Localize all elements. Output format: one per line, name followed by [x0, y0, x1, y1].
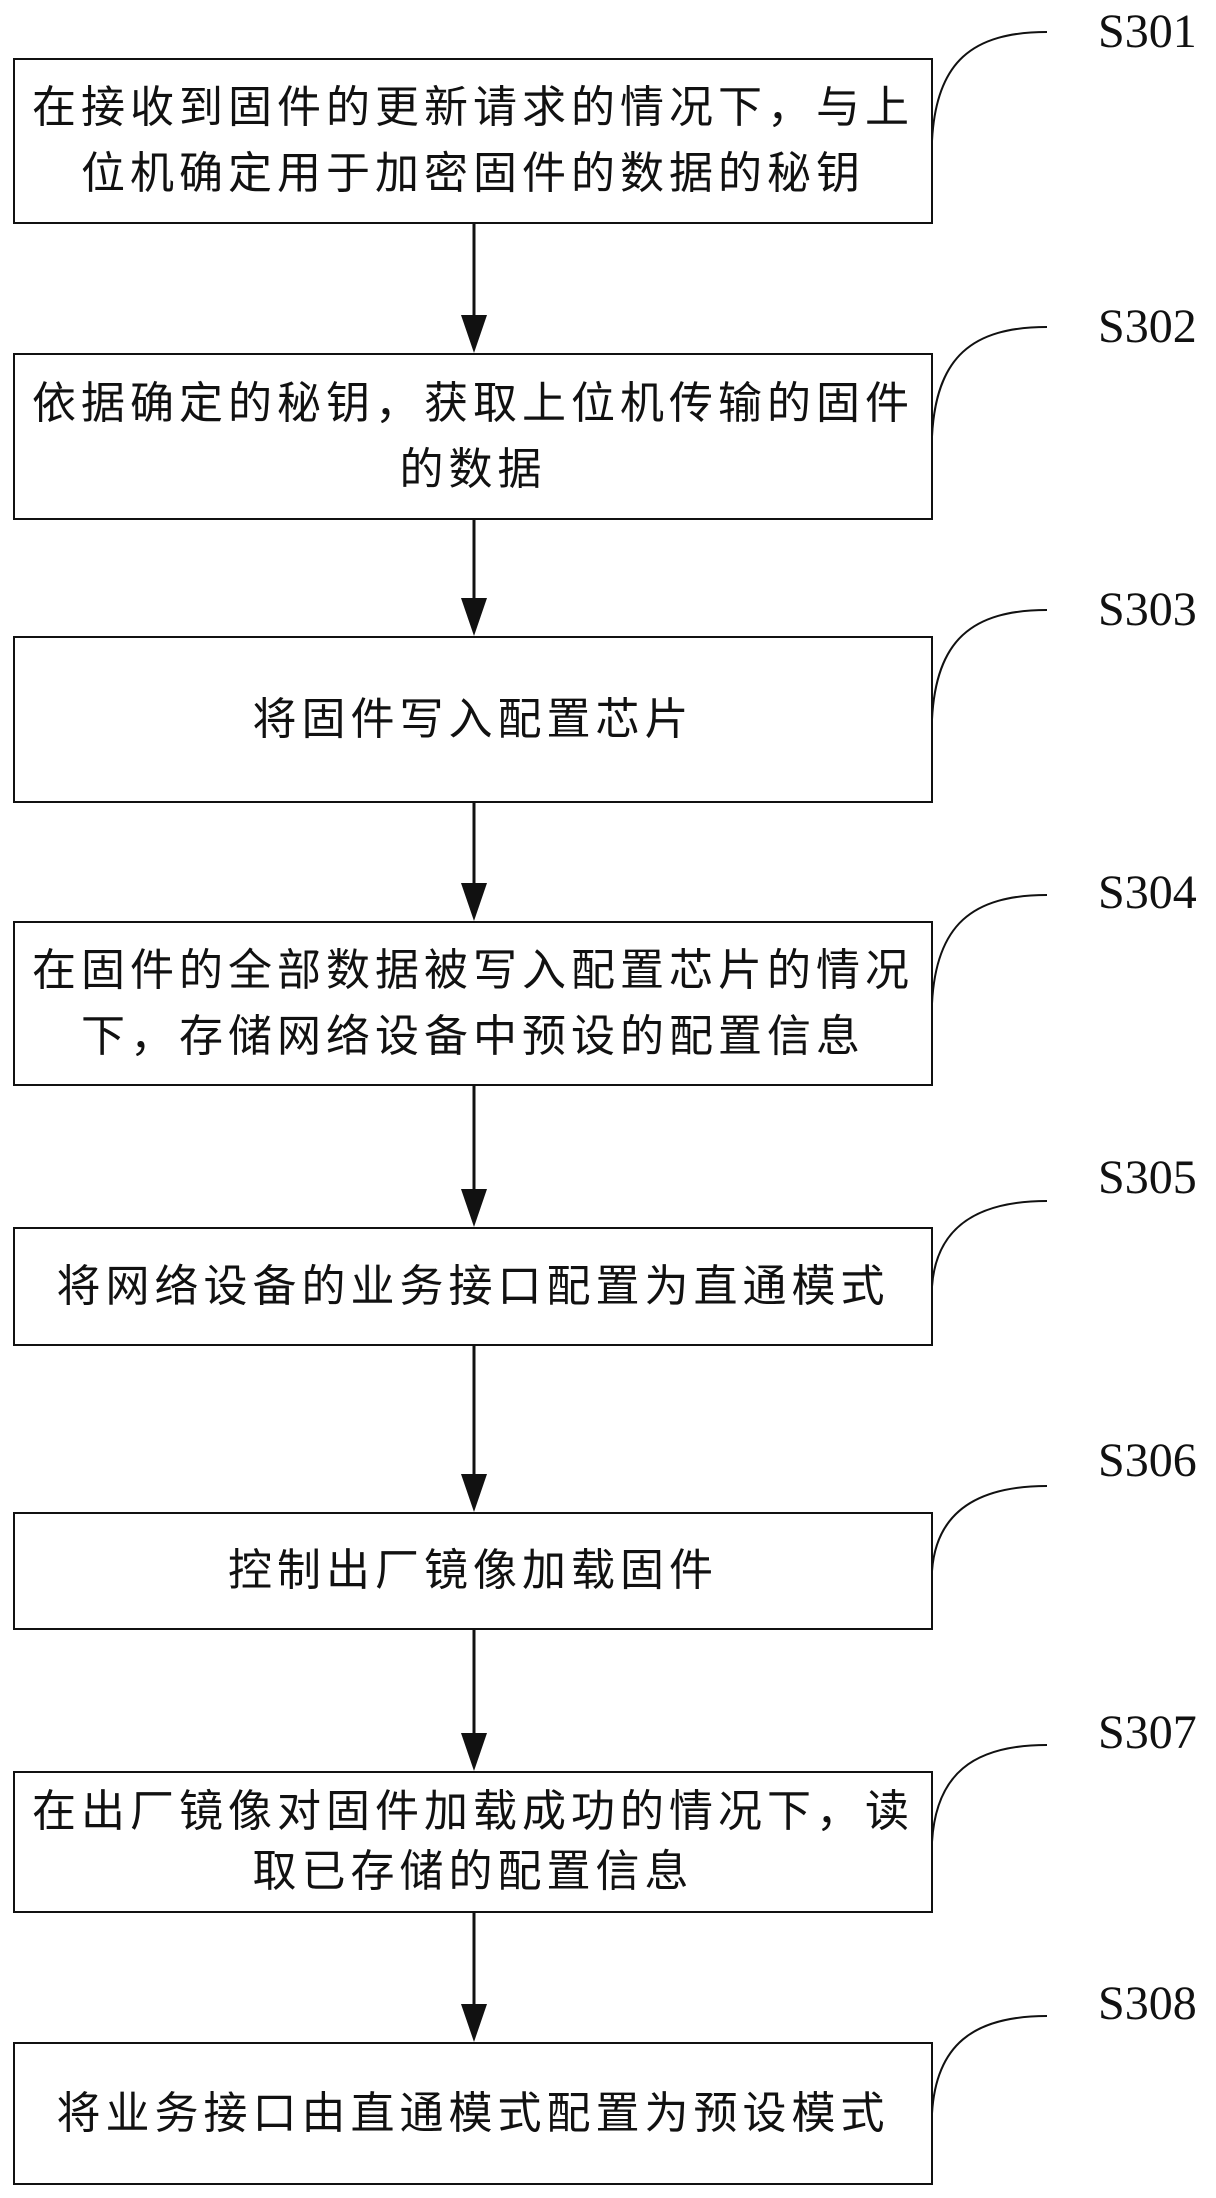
arrowhead-icon [461, 1189, 487, 1227]
step-box-s304: 在固件的全部数据被写入配置芯片的情况 下，存储网络设备中预设的配置信息 [13, 921, 933, 1086]
step-text-line: 在接收到固件的更新请求的情况下，与上 [32, 82, 914, 133]
step-text-line: 位机确定用于加密固件的数据的秘钥 [81, 148, 865, 199]
step-label-s308: S308 [1098, 1977, 1197, 2030]
step-text-line: 控制出厂镜像加载固件 [228, 1545, 718, 1596]
arrow-s304-to-s305 [461, 1086, 487, 1227]
step-label-s301: S301 [1098, 5, 1197, 58]
arrowhead-icon [461, 598, 487, 636]
step-text-line: 将网络设备的业务接口配置为直通模式 [56, 1260, 890, 1312]
arrowhead-icon [461, 1474, 487, 1512]
leader-curve-s304 [931, 894, 1048, 1004]
step-text-line: 取已存储的配置信息 [252, 1846, 694, 1897]
leader-curve-s303 [931, 609, 1048, 720]
step-text-line: 将业务接口由直通模式配置为预设模式 [56, 2087, 890, 2139]
arrowhead-icon [461, 315, 487, 353]
step-label-s303: S303 [1098, 583, 1197, 636]
arrowhead-icon [461, 1733, 487, 1771]
step-label-s307: S307 [1098, 1706, 1197, 1759]
step-box-s301: 在接收到固件的更新请求的情况下，与上 位机确定用于加密固件的数据的秘钥 [13, 58, 933, 224]
step-box-s306: 控制出厂镜像加载固件 [13, 1512, 933, 1630]
leader-curve-s302 [931, 326, 1048, 437]
step-box-s305: 将网络设备的业务接口配置为直通模式 [13, 1227, 933, 1346]
step-box-s308: 将业务接口由直通模式配置为预设模式 [13, 2042, 933, 2185]
arrow-s306-to-s307 [461, 1630, 487, 1771]
step-label-s306: S306 [1098, 1434, 1197, 1487]
step-text-line: 依据确定的秘钥，获取上位机传输的固件 [32, 377, 914, 429]
arrow-s302-to-s303 [461, 520, 487, 636]
step-label-s302: S302 [1098, 300, 1197, 353]
step-label-s305: S305 [1098, 1151, 1197, 1204]
step-text-line: 将固件写入配置芯片 [252, 693, 694, 745]
arrowhead-icon [461, 883, 487, 921]
arrow-s303-to-s304 [461, 803, 487, 921]
step-text-line: 下，存储网络设备中预设的配置信息 [81, 1010, 865, 1062]
leader-curve-s307 [931, 1744, 1048, 1843]
step-text-line: 的数据 [399, 443, 547, 495]
leader-curve-s308 [931, 2015, 1048, 2114]
step-box-s302: 依据确定的秘钥，获取上位机传输的固件 的数据 [13, 353, 933, 520]
step-label-s304: S304 [1098, 866, 1197, 919]
leader-curve-s306 [931, 1485, 1048, 1572]
arrow-s307-to-s308 [461, 1913, 487, 2042]
step-text-line: 在固件的全部数据被写入配置芯片的情况 [32, 944, 914, 996]
step-box-s307: 在出厂镜像对固件加载成功的情况下，读 取已存储的配置信息 [13, 1771, 933, 1913]
arrow-s305-to-s306 [461, 1346, 487, 1512]
step-text-line: 在出厂镜像对固件加载成功的情况下，读 [32, 1786, 914, 1837]
leader-curve-s301 [931, 31, 1048, 142]
step-box-s303: 将固件写入配置芯片 [13, 636, 933, 803]
arrow-s301-to-s302 [461, 224, 487, 353]
arrowhead-icon [461, 2004, 487, 2042]
leader-curve-s305 [931, 1200, 1048, 1287]
